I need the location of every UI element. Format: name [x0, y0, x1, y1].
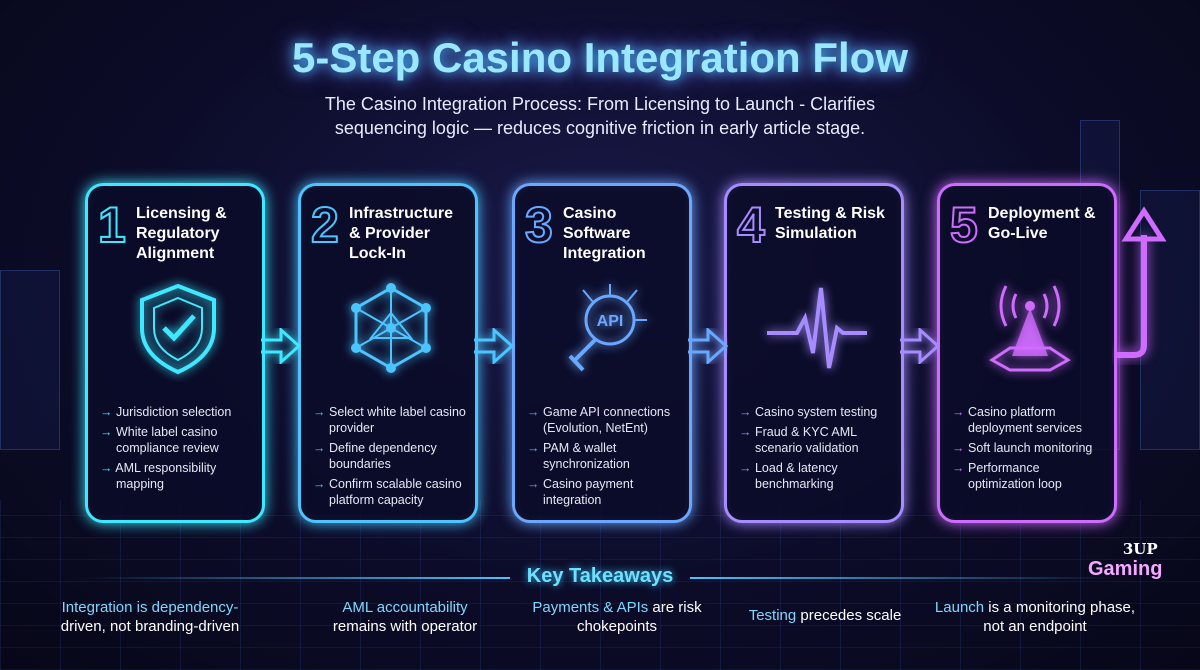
list-item: Game API connections (Evolution, NetEnt): [527, 404, 683, 436]
list-item: Soft launch monitoring: [952, 440, 1108, 456]
step-card-2: 2 Infrastructure & Provider Lock-In Sele…: [298, 183, 478, 523]
step-items: Casino platform deployment servicesSoft …: [952, 404, 1108, 496]
list-item: Performance optimization loop: [952, 460, 1108, 492]
step-card-5: 5 Deployment & Go-Live Casino platform d…: [937, 183, 1117, 523]
step-items: Casino system testingFraud & KYC AML sce…: [739, 404, 895, 496]
list-item: PAM & wallet synchronization: [527, 440, 683, 472]
list-item: Casino system testing: [739, 404, 895, 420]
step-title: Casino Software Integration: [563, 205, 646, 262]
list-item: White label casino compliance review: [100, 424, 256, 456]
step-items: Game API connections (Evolution, NetEnt)…: [527, 404, 683, 512]
svg-text:API: API: [597, 313, 624, 330]
step-number: 5: [949, 197, 979, 253]
step-title: Deployment & Go-Live: [988, 205, 1096, 242]
background-grid: [0, 500, 1200, 670]
list-item: Casino payment integration: [527, 476, 683, 508]
page-title: 5-Step Casino Integration Flow: [291, 34, 909, 81]
step-items: Select white label casino providerDefine…: [313, 404, 469, 512]
flow-arrow-icon: [474, 328, 514, 364]
list-item: Select white label casino provider: [313, 404, 469, 436]
step-card-3: 3 Casino Software Integration API Game A…: [512, 183, 692, 523]
takeaway-item: Integration is dependency-driven, not br…: [60, 599, 240, 635]
building: [1140, 190, 1200, 450]
list-item: Define dependency boundaries: [313, 440, 469, 472]
list-item: Casino platform deployment services: [952, 404, 1108, 436]
step-number: 2: [310, 197, 340, 253]
api-plug-icon: API: [568, 284, 647, 372]
heartbeat-icon: [767, 287, 867, 369]
list-item: Load & latency benchmarking: [739, 460, 895, 492]
broadcast-icon: [989, 285, 1071, 372]
flow-arrow-icon: [688, 328, 728, 364]
takeaways-heading: Key Takeaways: [526, 565, 674, 587]
takeaway-item: Payments & APIs are risk chokepoints: [532, 599, 702, 635]
step-card-4: 4 Testing & Risk Simulation Casino syste…: [724, 183, 904, 523]
network-icon: [351, 283, 431, 373]
step-number: 1: [97, 197, 127, 253]
logo: 3UP Gaming: [1088, 540, 1163, 580]
flow-arrow-icon: [261, 328, 301, 364]
step-title: Testing & Risk Simulation: [775, 205, 885, 242]
list-item: Fraud & KYC AML scenario validation: [739, 424, 895, 456]
list-item: Confirm scalable casino platform capacit…: [313, 476, 469, 508]
subtitle: The Casino Integration Process: From Lic…: [324, 94, 876, 138]
step-number: 3: [524, 197, 554, 253]
divider: [80, 577, 510, 579]
takeaway-item: Launch is a monitoring phase, not an end…: [934, 599, 1136, 635]
takeaway-item: Testing precedes scale: [748, 607, 902, 624]
step-items: Jurisdiction selectionWhite label casino…: [100, 404, 256, 496]
step-title: Infrastructure & Provider Lock-In: [349, 205, 454, 262]
flow-arrow-icon: [900, 328, 940, 364]
step-number: 4: [736, 197, 766, 253]
up-arrow-icon: [1116, 206, 1167, 358]
list-item: AML responsibility mapping: [100, 460, 256, 492]
building: [0, 270, 60, 450]
list-item: Jurisdiction selection: [100, 404, 256, 420]
shield-check-icon: [140, 283, 216, 375]
step-title: Licensing & Regulatory Alignment: [136, 205, 227, 262]
step-card-1: 1 Licensing & Regulatory Alignment Juris…: [85, 183, 265, 523]
